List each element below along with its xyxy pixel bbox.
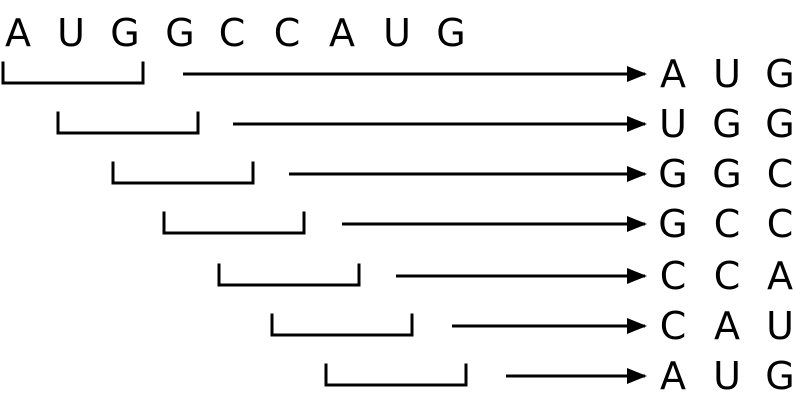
codon-letter: A: [767, 254, 793, 298]
codon-letter: A: [714, 304, 740, 348]
reading-frame-bracket: [1, 61, 145, 85]
codon-letter: G: [658, 202, 687, 246]
codon-letter: C: [767, 152, 794, 196]
codon-letter: C: [660, 254, 687, 298]
sequence-letter: C: [274, 11, 301, 55]
reading-frame-bracket: [270, 313, 414, 337]
reading-frame-bracket: [217, 263, 361, 287]
reading-frame-bracket: [324, 363, 468, 387]
codon-letter: A: [660, 354, 686, 398]
sequence-letter: G: [165, 11, 194, 55]
codon-letter: G: [765, 52, 794, 96]
reading-frame-bracket: [56, 111, 200, 135]
codon-letter: U: [766, 304, 794, 348]
codon-letter: G: [712, 102, 741, 146]
codon-letter: C: [714, 254, 741, 298]
codon-letter: A: [660, 52, 686, 96]
reading-frame-bracket: [111, 161, 255, 185]
sequence-letter: A: [329, 11, 355, 55]
sequence-letter: U: [57, 11, 85, 55]
sequence-letter: G: [436, 11, 465, 55]
codon-letter: U: [713, 52, 741, 96]
codon-letter: G: [712, 152, 741, 196]
codon-letter: C: [714, 202, 741, 246]
codon-letter: G: [765, 102, 794, 146]
codon-letter: G: [658, 152, 687, 196]
sequence-letter: A: [5, 11, 31, 55]
reading-frame-bracket: [162, 211, 306, 235]
codon-letter: C: [660, 304, 687, 348]
codon-letter: U: [659, 102, 687, 146]
sequence-letter: U: [383, 11, 411, 55]
sequence-letter: G: [110, 11, 139, 55]
codon-letter: C: [767, 202, 794, 246]
sequence-letter: C: [219, 11, 246, 55]
codon-letter: G: [765, 354, 794, 398]
codon-letter: U: [713, 354, 741, 398]
